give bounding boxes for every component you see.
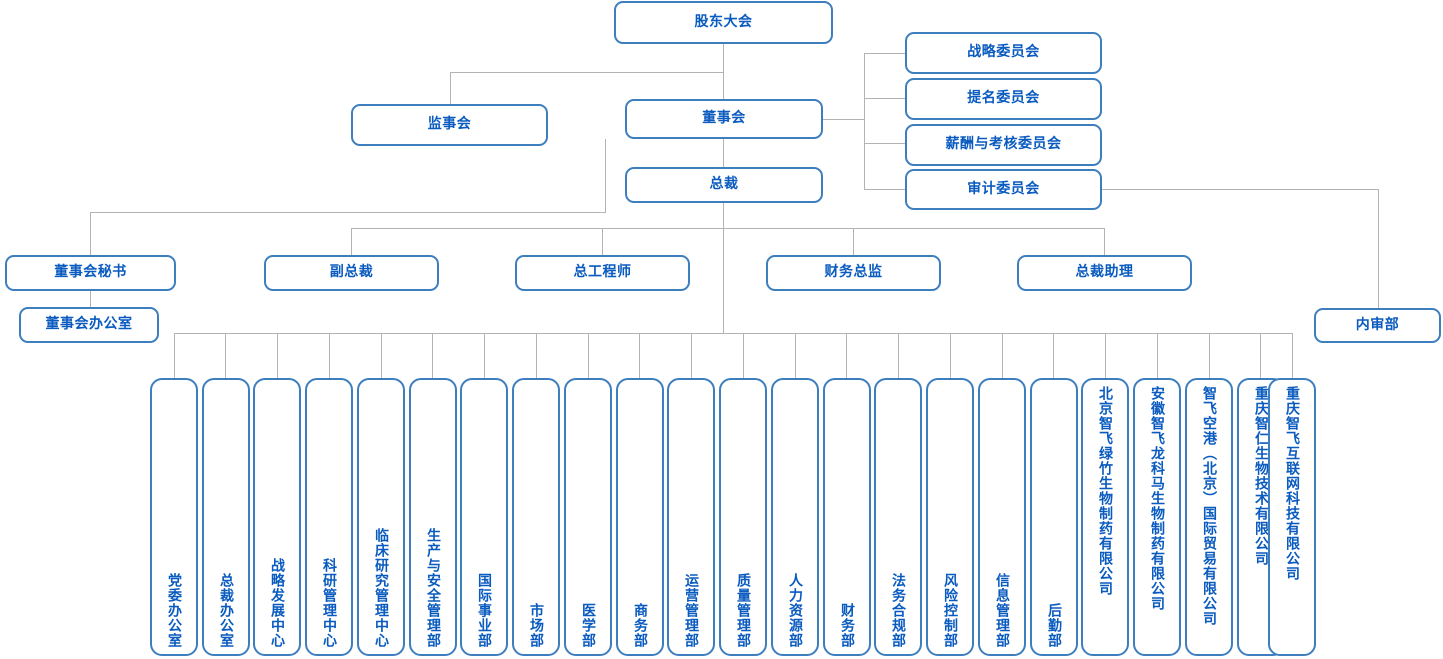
board-secretary-bus [90, 212, 606, 213]
box-subsidiary-beijing-lvzhu[interactable]: 北京智飞绿竹生物制药有限公司 [1081, 378, 1129, 656]
box-chief-engineer[interactable]: 总工程师 [515, 255, 690, 291]
connector-sub-2 [1157, 333, 1158, 378]
committee-bus [864, 53, 865, 189]
connector-sub-1 [1105, 333, 1106, 378]
box-dept-party-committee-office[interactable]: 党委办公室 [150, 378, 198, 656]
box-subsidiary-konggang-beijing-trade[interactable]: 智飞空港（北京）国际贸易有限公司 [1185, 378, 1233, 656]
connector-committee-1 [864, 53, 905, 54]
box-president[interactable]: 总裁 [625, 167, 823, 203]
box-subsidiary-chongqing-internet-tech[interactable]: 重庆智飞互联网科技有限公司 [1268, 378, 1316, 656]
connector-dept-1 [174, 333, 175, 378]
connector-dept-7 [484, 333, 485, 378]
connector-board-left-stub [605, 139, 606, 212]
connector-dept-15 [898, 333, 899, 378]
box-dept-information-management[interactable]: 信息管理部 [978, 378, 1026, 656]
box-supervisory-board[interactable]: 监事会 [351, 104, 548, 146]
box-dept-production-safety-management[interactable]: 生产与安全管理部 [409, 378, 457, 656]
box-dept-international-business[interactable]: 国际事业部 [460, 378, 508, 656]
connector-dept-18 [1053, 333, 1054, 378]
connector-board-to-committees [823, 119, 864, 120]
connector-dept-17 [1002, 333, 1003, 378]
box-president-assistant[interactable]: 总裁助理 [1017, 255, 1192, 291]
connector-board-secretary-drop [90, 212, 91, 255]
box-dept-medical[interactable]: 医学部 [564, 378, 612, 656]
box-dept-finance[interactable]: 财务部 [823, 378, 871, 656]
box-vice-president[interactable]: 副总裁 [264, 255, 439, 291]
connector-sub-3 [1209, 333, 1210, 378]
connector-supervisory-vertical [450, 72, 451, 104]
connector-internal-audit-drop [1378, 189, 1379, 308]
box-board-office[interactable]: 董事会办公室 [19, 307, 159, 343]
connector-officer-1 [351, 228, 352, 255]
box-dept-logistics[interactable]: 后勤部 [1030, 378, 1078, 656]
connector-sub-5 [1292, 333, 1293, 378]
connector-sub-4 [1260, 333, 1261, 378]
box-committee-compensation[interactable]: 薪酬与考核委员会 [905, 124, 1102, 166]
connector-dept-11 [691, 333, 692, 378]
box-dept-clinical-research-management-center[interactable]: 临床研究管理中心 [357, 378, 405, 656]
connector-officer-2 [602, 228, 603, 255]
box-committee-nomination[interactable]: 提名委员会 [905, 78, 1102, 120]
box-subsidiary-anhui-longkema[interactable]: 安徽智飞龙科马生物制药有限公司 [1133, 378, 1181, 656]
box-dept-strategy-development-center[interactable]: 战略发展中心 [253, 378, 301, 656]
connector-dept-16 [950, 333, 951, 378]
box-cfo[interactable]: 财务总监 [766, 255, 941, 291]
box-committee-audit[interactable]: 审计委员会 [905, 169, 1102, 210]
connector-dept-2 [225, 333, 226, 378]
box-dept-operations-management[interactable]: 运营管理部 [667, 378, 715, 656]
box-dept-business[interactable]: 商务部 [616, 378, 664, 656]
connector-dept-5 [381, 333, 382, 378]
connector-dept-6 [432, 333, 433, 378]
box-dept-quality-management[interactable]: 质量管理部 [719, 378, 767, 656]
connector-dept-8 [536, 333, 537, 378]
connector-audit-to-internal-audit [1102, 189, 1379, 190]
connector-shareholders-to-board [723, 44, 724, 100]
box-board-secretary[interactable]: 董事会秘书 [5, 255, 176, 291]
box-committee-strategy[interactable]: 战略委员会 [905, 32, 1102, 74]
officer-bus [351, 228, 1104, 229]
connector-dept-9 [588, 333, 589, 378]
connector-supervisory-horizontal [450, 72, 723, 73]
connector-officer-3 [853, 228, 854, 255]
connector-officer-4 [1104, 228, 1105, 255]
department-bus [174, 333, 1292, 334]
box-dept-risk-control[interactable]: 风险控制部 [926, 378, 974, 656]
department-trunk [723, 228, 724, 333]
connector-dept-4 [329, 333, 330, 378]
connector-board-to-president [723, 139, 724, 167]
connector-secretary-to-office [90, 290, 91, 307]
connector-committee-4 [864, 189, 905, 190]
connector-dept-14 [846, 333, 847, 378]
connector-dept-12 [743, 333, 744, 378]
box-dept-research-management-center[interactable]: 科研管理中心 [305, 378, 353, 656]
box-dept-president-office[interactable]: 总裁办公室 [202, 378, 250, 656]
box-internal-audit[interactable]: 内审部 [1314, 308, 1441, 343]
connector-dept-13 [795, 333, 796, 378]
box-dept-legal-compliance[interactable]: 法务合规部 [874, 378, 922, 656]
connector-dept-3 [277, 333, 278, 378]
connector-dept-10 [639, 333, 640, 378]
connector-committee-2 [864, 98, 905, 99]
box-board-of-directors[interactable]: 董事会 [625, 99, 823, 139]
box-dept-marketing[interactable]: 市场部 [512, 378, 560, 656]
box-dept-human-resources[interactable]: 人力资源部 [771, 378, 819, 656]
box-shareholders-meeting[interactable]: 股东大会 [614, 1, 833, 44]
connector-president-stub [723, 203, 724, 228]
connector-committee-3 [864, 143, 905, 144]
